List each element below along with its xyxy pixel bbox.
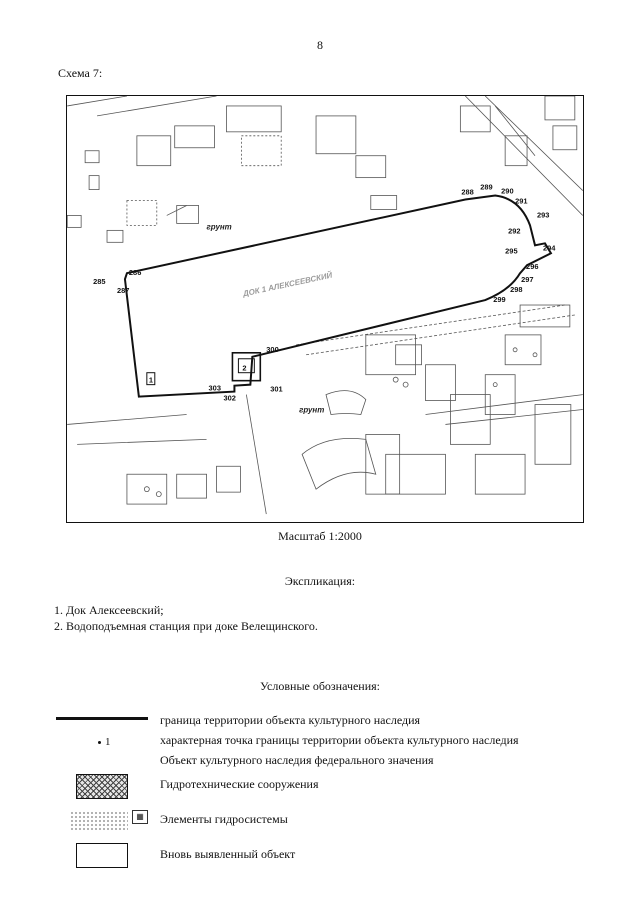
svg-text:ДОК 1 АЛЕКСЕЕВСКИЙ: ДОК 1 АЛЕКСЕЕВСКИЙ [241,271,333,299]
legend-title: Условные обозначения: [259,679,381,693]
schema-title: Схема 7: [58,66,103,80]
point-label: 301 [270,385,282,394]
hydro-element-icon: ▦ [132,810,148,824]
explication-item: 2. Водоподъемная станция при доке Велещи… [54,619,318,633]
boundary-points: 285 286 287 288 289 290 291 292 293 294 … [93,183,556,403]
legend-new-object-text: Вновь выявленный объект [160,847,296,861]
point-label: 297 [521,275,533,284]
legend-point-marker: 1 [98,736,111,748]
dot-icon [98,740,101,744]
legend-point-number: 1 [105,736,111,748]
legend-federal-text: Объект культурного наследия федерального… [160,753,434,767]
point-label: 289 [480,183,492,192]
scale-label: Масштаб 1:2000 [278,529,362,543]
legend-boundary-line [56,717,148,720]
legend-new-object-swatch [76,843,128,868]
object-label-1: 1 [149,376,153,385]
page-number: 8 [317,38,323,52]
object-label-2: 2 [242,364,246,373]
point-label: 288 [461,188,473,197]
explication-list: 1. Док Алексеевский; 2. Водоподъемная ст… [54,602,318,634]
point-label: 294 [543,243,556,252]
point-label: 290 [501,187,513,196]
point-label: 291 [515,196,527,205]
heritage-boundary [123,194,553,398]
point-label: 299 [493,295,505,304]
point-label: 292 [508,226,520,235]
street-label: грунт [207,222,232,231]
point-label: 295 [505,246,517,255]
legend-boundary-text: граница территории объекта культурного н… [160,713,421,727]
explication-item: 1. Док Алексеевский; [54,603,164,617]
legend-hydro-text: Гидротехнические сооружения [160,777,319,791]
street-label: грунт [299,406,324,415]
point-label: 300 [266,345,278,354]
point-label: 293 [537,210,549,219]
legend-hydro-swatch [76,774,128,799]
legend-elements-text: Элементы гидросистемы [160,812,288,826]
point-label: 285 [93,277,105,286]
point-label: 302 [223,394,235,403]
legend-elements-swatch [70,811,128,831]
legend-point-text: характерная точка границы территории объ… [160,733,519,747]
point-label: 286 [129,268,141,277]
map-svg: ДОК 1 АЛЕКСЕЕВСКИЙ 2 1 грунт грунт 285 2… [67,96,583,515]
map-background [67,96,583,515]
point-label: 287 [117,286,129,295]
explication-title: Экспликация: [284,574,356,588]
object-2-building [231,351,262,382]
map-frame: ДОК 1 АЛЕКСЕЕВСКИЙ 2 1 грунт грунт 285 2… [66,95,584,523]
point-label: 298 [510,285,522,294]
point-label: 296 [526,262,538,271]
point-label: 303 [209,384,221,393]
